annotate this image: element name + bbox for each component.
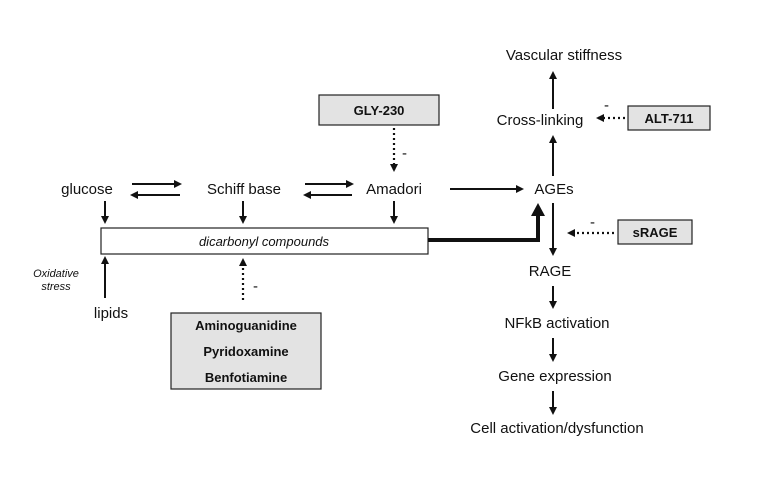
inhibit-sign-gly230: -: [402, 145, 407, 162]
inhibitor-pyridoxamine: Pyridoxamine: [203, 344, 288, 359]
srage-box: [617, 219, 693, 245]
node-gly230: GLY-230: [354, 103, 405, 118]
node-amadori: Amadori: [366, 181, 422, 198]
node-lipids: lipids: [94, 305, 128, 322]
node-alt711: ALT-711: [645, 111, 694, 126]
node-glucose: glucose: [61, 181, 113, 198]
node-srage: sRAGE: [633, 225, 678, 240]
node-dicarbonyl: dicarbonyl compounds: [199, 234, 330, 249]
inhibitor-benfotiamine: Benfotiamine: [205, 370, 287, 385]
inhibit-sign-aminoguanidine: -: [253, 278, 258, 295]
label-stress: stress: [41, 281, 71, 293]
connector-dicarbonyl-to-ages: [428, 214, 540, 242]
node-cross-linking: Cross-linking: [497, 112, 584, 129]
label-oxidative: Oxidative: [33, 268, 79, 280]
inhibitors-box: [170, 312, 322, 390]
inhibit-sign-alt711: -: [604, 97, 609, 114]
node-gene-expression: Gene expression: [498, 368, 611, 385]
connector-arrowhead: [531, 203, 545, 216]
node-rage: RAGE: [529, 263, 572, 280]
gly230-box: [318, 94, 440, 126]
node-ages: AGEs: [534, 181, 573, 198]
node-nfkb: NFkB activation: [504, 315, 609, 332]
node-schiff-base: Schiff base: [207, 181, 281, 198]
inhibitor-aminoguanidine: Aminoguanidine: [195, 318, 297, 333]
node-cell-activation: Cell activation/dysfunction: [470, 420, 643, 437]
inhibit-sign-srage: -: [590, 214, 595, 231]
alt711-box: [627, 105, 711, 131]
node-vascular-stiffness: Vascular stiffness: [506, 47, 622, 64]
